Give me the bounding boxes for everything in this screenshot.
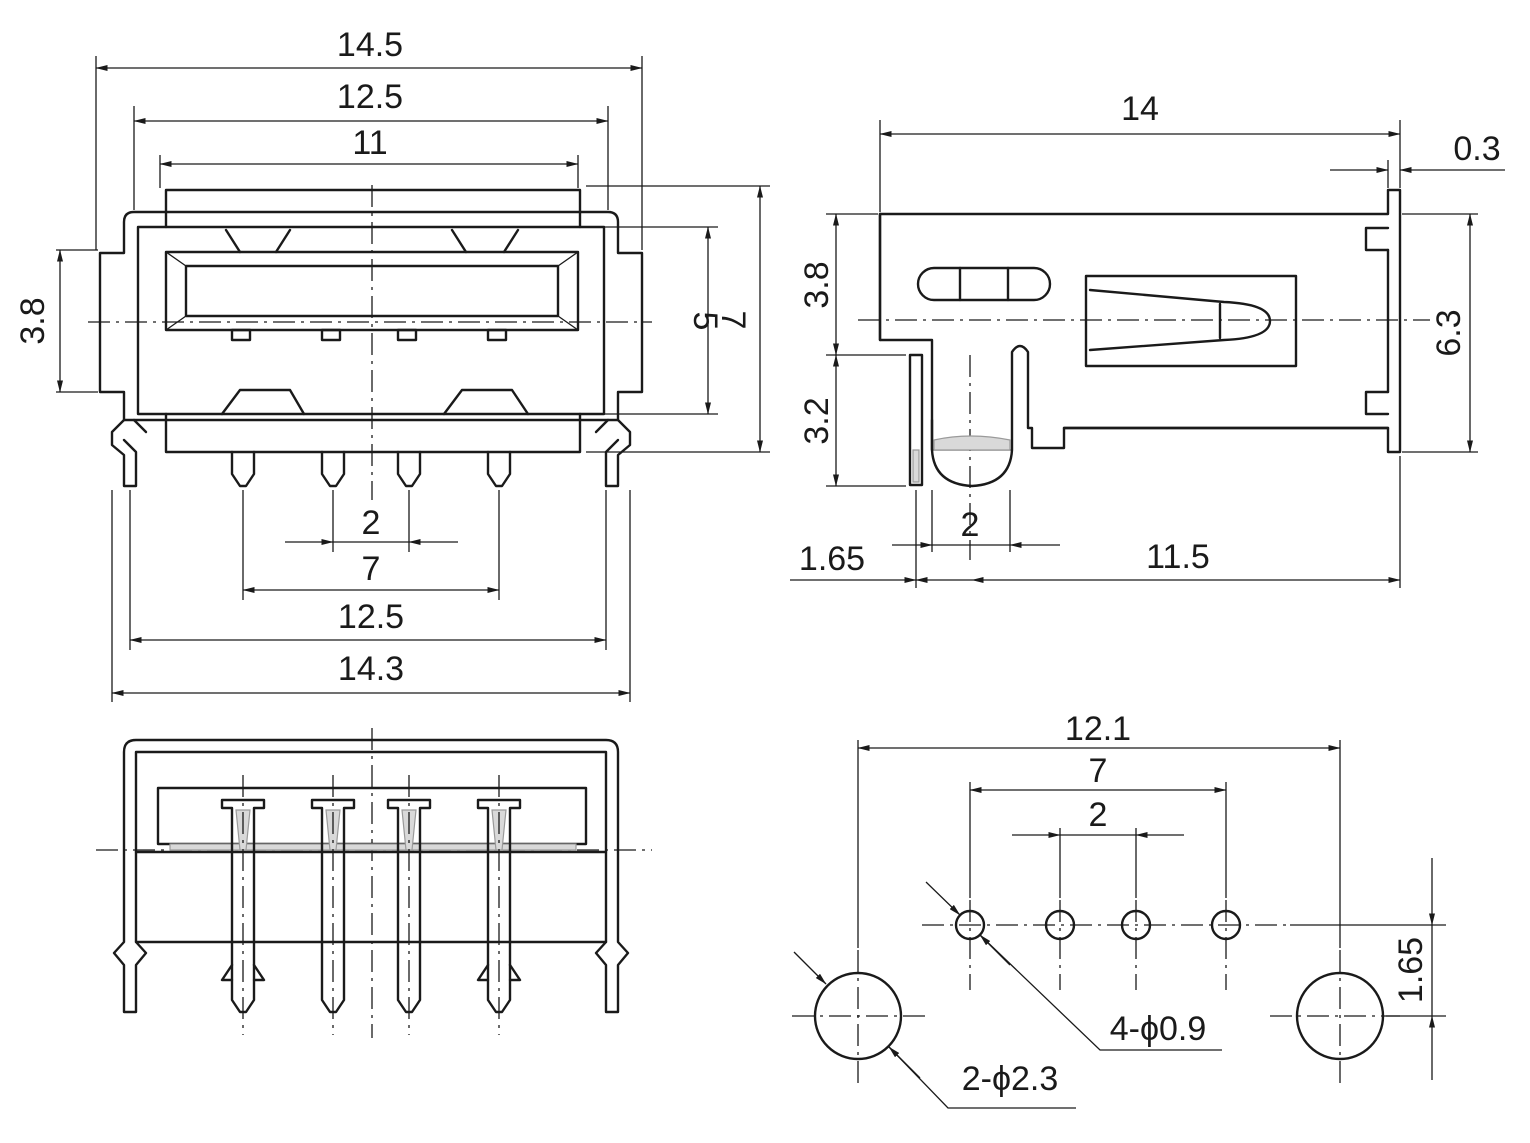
- side-dim-total-height: 6.3: [1430, 309, 1468, 356]
- pcb-layout: 12.1 7 2 1.65 4-ϕ0.9 2-ϕ2.3: [792, 710, 1446, 1109]
- front-dim-outer-height: 7: [714, 311, 752, 330]
- pcb-small-hole-4: [1210, 909, 1242, 941]
- front-view: 14.5 12.5 11 3.8 5 7 2 7 12.5 14.3: [14, 26, 770, 702]
- front-dim-leg-inner: 12.5: [338, 598, 404, 636]
- front-dim-pin-span: 7: [362, 550, 381, 588]
- side-dim-length: 14: [1121, 90, 1159, 128]
- side-pin: [908, 353, 924, 487]
- front-dim-overall-top: 14.5: [337, 26, 403, 64]
- pcb-label-large-holes: 2-ϕ2.3: [962, 1060, 1059, 1098]
- pcb-large-hole-left: [813, 971, 903, 1061]
- front-dim-opening: 11: [352, 124, 387, 162]
- pcb-dim-hole-span: 12.1: [1065, 710, 1131, 748]
- front-right-leg: [604, 418, 632, 488]
- side-dim-upper-height: 3.8: [798, 261, 836, 308]
- pcb-small-hole-3: [1120, 909, 1152, 941]
- side-slot: [916, 266, 1052, 302]
- side-view: 14 0.3 3.8 3.2 6.3 2 1.65 11.5: [790, 90, 1505, 588]
- front-dim-leg-outer: 14.3: [338, 650, 404, 688]
- pcb-small-hole-1: [954, 909, 986, 941]
- side-dim-flange: 0.3: [1453, 130, 1500, 168]
- front-dim-housing-top: 12.5: [337, 78, 403, 116]
- front-dim-left-height: 3.8: [14, 297, 52, 344]
- bottom-pin-3: [386, 798, 432, 1014]
- bottom-shell: [112, 738, 630, 1014]
- side-dim-body-length: 11.5: [1146, 538, 1210, 576]
- bottom-view: [96, 728, 652, 1038]
- pcb-small-hole-2: [1044, 909, 1076, 941]
- pcb-dim-row-offset: 1.65: [1392, 937, 1430, 1003]
- side-dim-lower-height: 3.2: [798, 397, 836, 444]
- front-housing: [136, 225, 606, 416]
- pcb-label-small-holes: 4-ϕ0.9: [1110, 1010, 1207, 1048]
- pcb-dim-pin-span: 7: [1089, 752, 1108, 790]
- usb-opening: [164, 250, 580, 332]
- front-dim-inner-height: 5: [686, 312, 724, 331]
- side-dim-post-dia: 2: [961, 506, 980, 544]
- front-left-leg: [110, 418, 138, 488]
- side-dim-pin-offset: 1.65: [799, 540, 865, 578]
- pcb-dim-pin-pitch: 2: [1089, 796, 1108, 834]
- front-shell: [98, 210, 644, 422]
- front-dim-pin-pitch: 2: [362, 504, 381, 542]
- pcb-large-hole-right: [1295, 971, 1385, 1061]
